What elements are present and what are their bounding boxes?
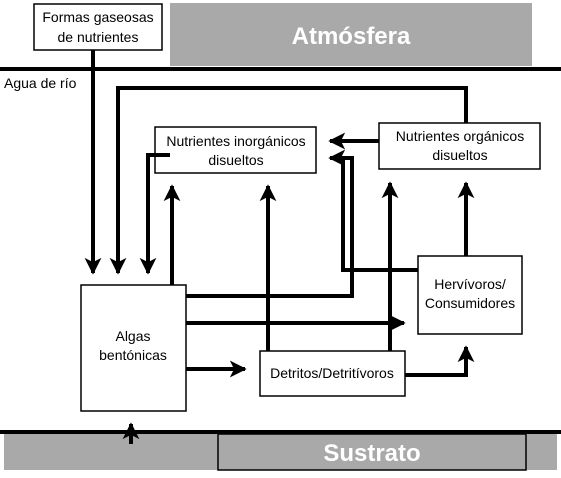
benthic-algae-line1: Algas: [115, 328, 150, 344]
gaseous-nutrients-line2: de nutrientes: [58, 29, 139, 45]
substrate-label: Sustrato: [323, 440, 420, 467]
detritus-label: Detritos/Detritívoros: [270, 365, 394, 381]
benthic-algae-box: [80, 284, 187, 412]
atmosphere-label: Atmósfera: [292, 23, 411, 50]
organic-nutrients-line2: disueltos: [432, 147, 487, 163]
gaseous-nutrients-box: [33, 3, 163, 51]
gaseous-nutrients-line1: Formas gaseosas: [42, 9, 153, 25]
arrow-organic-loop-to-algae: [109, 86, 468, 275]
herbivores-line2: Consumidores: [425, 295, 515, 311]
organic-nutrients-line1: Nutrientes orgánicos: [396, 128, 524, 144]
substrate-panel: [217, 433, 527, 471]
arrow-detritus-to-herbivores: [405, 345, 475, 377]
river-water-label: Agua de río: [4, 75, 77, 91]
arrow-herbivores-to-inorganic: [341, 158, 418, 272]
inorganic-nutrients-line1: Nutrientes inorgánicos: [166, 133, 305, 149]
detritus-box: [259, 350, 406, 397]
inorganic-nutrients-box: [154, 126, 317, 174]
atmosphere-bar: [170, 3, 532, 66]
organic-nutrients-box: [378, 122, 541, 170]
benthic-algae-line2: bentónicas: [99, 347, 167, 363]
arrow-inorganic-to-algae: [139, 153, 170, 275]
inorganic-nutrients-line2: disueltos: [208, 152, 263, 168]
herbivores-line1: Hervívoros/: [434, 276, 506, 292]
herbivores-box: [417, 255, 523, 335]
